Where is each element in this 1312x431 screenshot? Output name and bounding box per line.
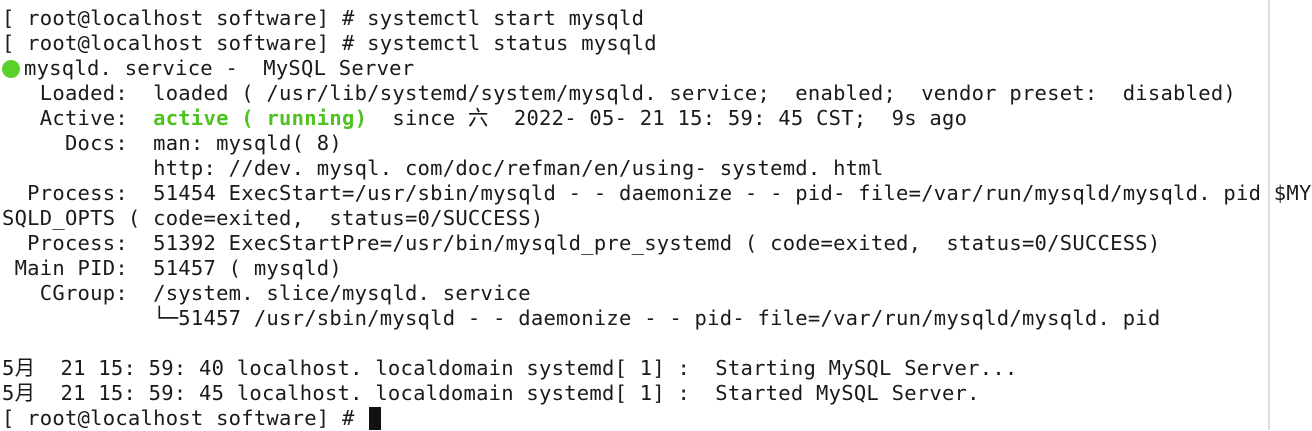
service-title: mysqld. service - MySQL Server — [24, 56, 415, 80]
cgroup-line: CGroup: /system. slice/mysqld. service — [2, 281, 531, 305]
process-line-1: Process: 51454 ExecStart=/usr/sbin/mysql… — [2, 181, 1312, 205]
command-line-status: [ root@localhost software] # systemctl s… — [2, 31, 657, 56]
cgroup-child-line: └─51457 /usr/sbin/mysqld - - daemonize -… — [2, 306, 1161, 330]
command-line-start: [ root@localhost software] # systemctl s… — [2, 6, 644, 31]
active-label: Active: — [2, 106, 154, 130]
main-pid-line: Main PID: 51457 ( mysqld) — [2, 256, 342, 280]
active-since: since 六 2022- 05- 21 15: 59: 45 CST; 9s … — [367, 106, 968, 130]
process-line-1-wrap: SQLD_OPTS ( code=exited, status=0/SUCCES… — [2, 206, 544, 230]
command-text: systemctl start mysqld — [367, 6, 645, 30]
green-circle-icon — [2, 60, 20, 78]
docs-line: Docs: man: mysqld( 8) — [2, 131, 342, 155]
docs-url-line: http: //dev. mysql. com/doc/refman/en/us… — [2, 156, 884, 180]
log-line-1: 5月 21 15: 59: 40 localhost. localdomain … — [2, 356, 1018, 380]
log-line-2: 5月 21 15: 59: 45 localhost. localdomain … — [2, 381, 980, 405]
active-status: active ( running) — [153, 106, 368, 130]
command-line-current[interactable]: [ root@localhost software] # — [2, 406, 382, 431]
scrollbar-edge[interactable] — [1268, 0, 1270, 430]
shell-prompt: [ root@localhost software] # — [2, 31, 368, 55]
loaded-line: Loaded: loaded ( /usr/lib/systemd/system… — [2, 81, 1237, 105]
shell-prompt: [ root@localhost software] # — [2, 406, 368, 430]
active-line: Active: active ( running) since 六 2022- … — [2, 106, 967, 131]
service-title-line: mysqld. service - MySQL Server — [2, 56, 414, 81]
shell-prompt: [ root@localhost software] # — [2, 6, 368, 30]
command-text: systemctl status mysqld — [367, 31, 657, 55]
process-line-2: Process: 51392 ExecStartPre=/usr/bin/mys… — [2, 231, 1161, 255]
block-cursor-icon — [369, 407, 382, 430]
